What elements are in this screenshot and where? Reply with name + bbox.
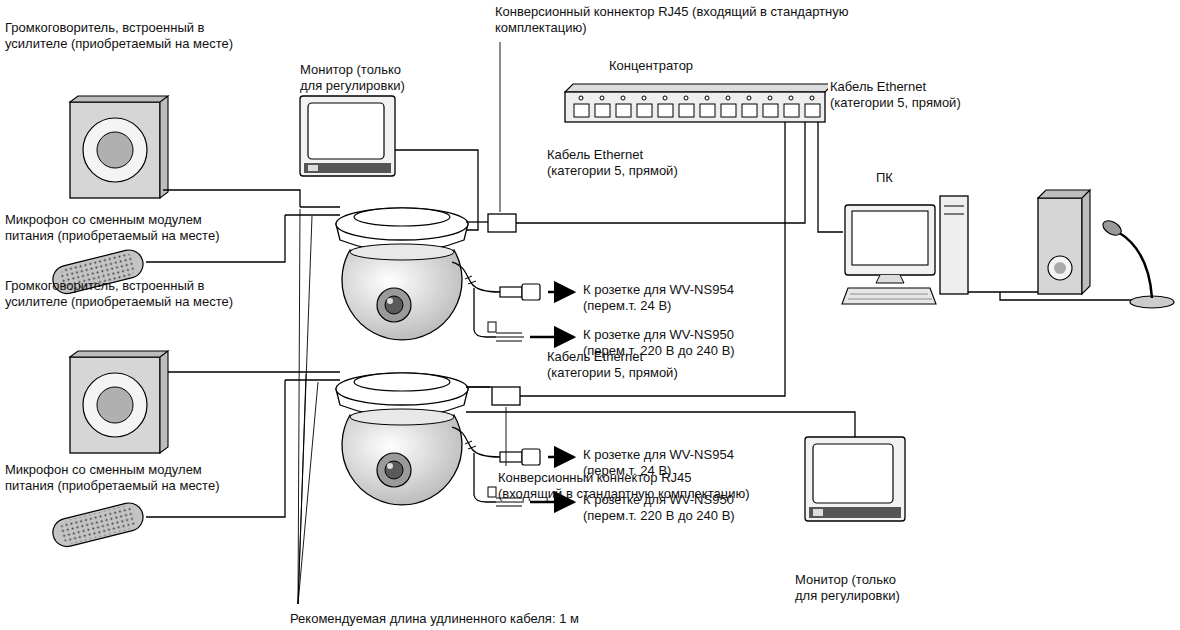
monitor: Монитор (только для регулировки) bbox=[803, 435, 907, 523]
pc: ПК bbox=[843, 192, 970, 306]
speaker: Громкоговоритель, встроенный в усилителе… bbox=[68, 96, 170, 200]
ethernet-cable bbox=[818, 122, 843, 232]
hub: Концентратор bbox=[565, 84, 827, 122]
cable-length-note: Рекомендуемая длина удлиненного кабеля: … bbox=[290, 611, 710, 627]
ethernet-cable bbox=[520, 122, 785, 396]
power-note: К розетке для WV-NS950 (перем.т. 220 В д… bbox=[583, 492, 758, 523]
rj45-connector: Конверсионный коннектор RJ45 (входящий в… bbox=[488, 214, 516, 232]
microphone-label: Микрофон со сменным модулем питания (при… bbox=[5, 462, 233, 493]
rj45-connector-label: Конверсионный коннектор RJ45 (входящий в… bbox=[495, 4, 850, 35]
speaker-label: Громкоговоритель, встроенный в усилителе… bbox=[5, 20, 255, 51]
hub-label: Концентратор bbox=[609, 58, 739, 74]
speaker: Громкоговоритель, встроенный в усилителе… bbox=[68, 351, 170, 455]
speaker-label: Громкоговоритель, встроенный в усилителе… bbox=[5, 278, 255, 309]
monitor-label: Монитор (только для регулировки) bbox=[300, 62, 418, 93]
cable-label: Кабель Ethernet (категории 5, прямой) bbox=[545, 146, 699, 179]
rj45-connector: Конверсионный коннектор RJ45 (входящий в… bbox=[492, 387, 520, 405]
power-note: К розетке для WV-NS954 (перем.т. 24 В) bbox=[583, 447, 758, 478]
power-note: К розетке для WV-NS954 (перем.т. 24 В) bbox=[583, 282, 758, 313]
monitor: Монитор (только для регулировки) bbox=[298, 94, 397, 178]
cable-label: Кабель Ethernet (категории 5, прямой) bbox=[828, 78, 982, 111]
power-note: К розетке для WV-NS950 (перем.т. 220 В д… bbox=[583, 327, 758, 358]
microphone: Микрофон со сменным модулем питания (при… bbox=[48, 502, 148, 552]
pc-label: ПК bbox=[876, 170, 916, 186]
microphone-label: Микрофон со сменным модулем питания (при… bbox=[5, 212, 233, 243]
ethernet-cable bbox=[516, 122, 805, 223]
monitor-label: Монитор (только для регулировки) bbox=[795, 572, 913, 603]
